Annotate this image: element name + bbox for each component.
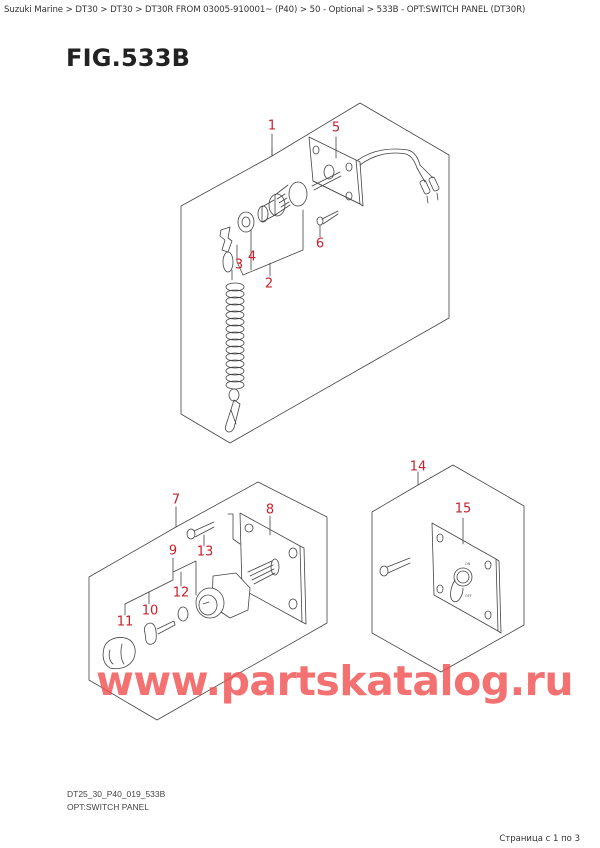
kill-switch-group-frame — [180, 102, 450, 444]
wire-harness-icon — [247, 558, 280, 585]
breadcrumb-separator: > — [364, 5, 377, 15]
figure-code: DT25_30_P40_019_533B — [67, 789, 166, 799]
breadcrumb-separator: > — [132, 5, 145, 15]
callout-5[interactable]: 5 — [331, 120, 341, 136]
toggle-screw-icon — [379, 557, 411, 577]
callout-4[interactable]: 4 — [247, 249, 257, 265]
callout-1[interactable]: 1 — [267, 118, 277, 134]
kill-switch-body-icon — [257, 171, 342, 223]
breadcrumb-separator: > — [97, 5, 111, 15]
breadcrumb-item-suzuki-marine[interactable]: Suzuki Marine — [4, 5, 63, 15]
seal-icon — [177, 606, 189, 622]
ignition-switch-group-frame — [88, 481, 328, 721]
ignition-screw-icon — [186, 521, 215, 547]
callout-12[interactable]: 12 — [172, 585, 190, 601]
switch-plate-icon — [308, 136, 364, 207]
leader-lines — [236, 209, 304, 277]
off-label: OFF — [465, 594, 472, 598]
toggle-knob-icon — [450, 567, 473, 603]
breadcrumb-item-optional[interactable]: 50 - Optional — [309, 5, 365, 15]
callout-7[interactable]: 7 — [171, 492, 181, 508]
figure-name: OPT:SWITCH PANEL — [67, 802, 150, 812]
breadcrumb-item-current: 533B - OPT:SWITCH PANEL (DT30R) — [376, 5, 526, 15]
ignition-switch-body-icon — [195, 572, 251, 619]
cable-connector-icon — [357, 148, 440, 204]
breadcrumb: Suzuki Marine > DT30 > DT30 > DT30R FROM… — [4, 5, 525, 15]
coil-cord-icon — [224, 282, 245, 433]
callout-8[interactable]: 8 — [265, 502, 275, 518]
callout-15[interactable]: 15 — [454, 501, 472, 517]
toggle-plate-icon — [431, 517, 502, 634]
key-cover-icon — [102, 637, 136, 670]
ignition-leader-lines — [124, 557, 197, 616]
callout-2[interactable]: 2 — [264, 276, 274, 292]
screw-icon — [316, 210, 339, 238]
callout-13[interactable]: 13 — [196, 544, 214, 560]
callout-9[interactable]: 9 — [168, 543, 178, 559]
lanyard-coil-icon — [219, 226, 234, 281]
breadcrumb-item-dt30-model[interactable]: DT30 — [110, 5, 133, 15]
nut-icon — [237, 211, 255, 233]
key-icon — [143, 620, 176, 645]
page-indicator: Страница с 1 по 3 — [499, 834, 580, 844]
callout-3[interactable]: 3 — [234, 257, 244, 273]
callout-14[interactable]: 14 — [409, 459, 427, 475]
toggle-switch-group-frame — [371, 464, 525, 673]
breadcrumb-separator: > — [63, 5, 76, 15]
callout-6[interactable]: 6 — [315, 236, 325, 252]
on-label: ON — [465, 562, 471, 566]
callout-11[interactable]: 11 — [116, 614, 134, 630]
figure-title: FIG.533B — [66, 44, 191, 72]
breadcrumb-item-dt30[interactable]: DT30 — [75, 5, 98, 15]
watermark: www.partskatalog.ru — [96, 657, 574, 705]
callout-10[interactable]: 10 — [141, 603, 159, 619]
breadcrumb-separator: > — [297, 5, 310, 15]
breadcrumb-item-dt30r[interactable]: DT30R FROM 03005-910001~ (P40) — [144, 5, 298, 15]
